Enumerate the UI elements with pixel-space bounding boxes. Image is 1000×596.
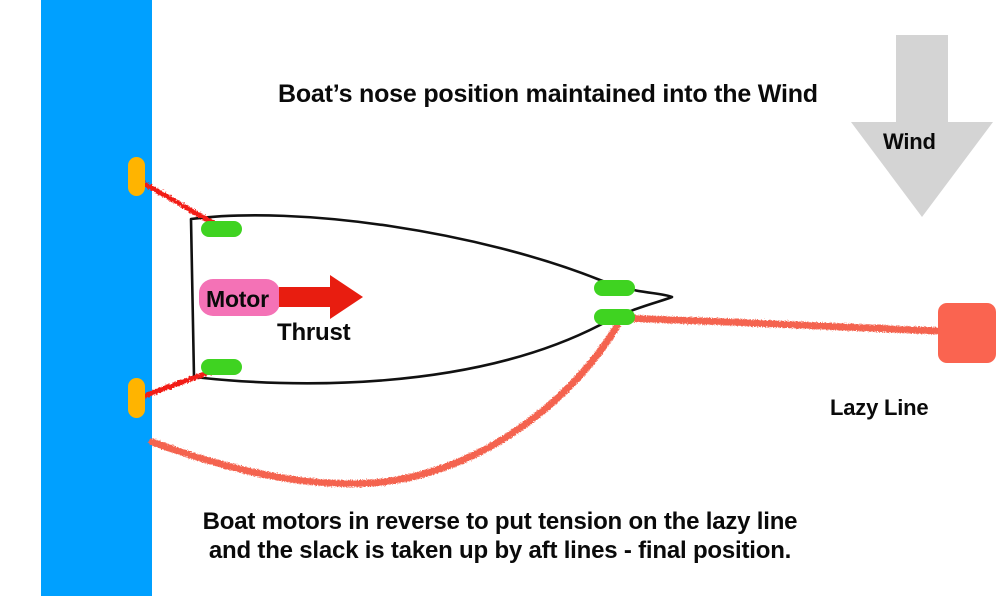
dock: [41, 0, 152, 596]
aft-mooring-lines: [135, 177, 216, 401]
thrust-arrow: [279, 275, 363, 319]
aft-line-upper: [135, 177, 216, 226]
lazy-line-buoy: [938, 303, 996, 363]
caption-line-2: and the slack is taken up by aft lines -…: [208, 537, 792, 564]
caption: Boat motors in reverse to put tension on…: [160, 507, 840, 565]
motor-label: Motor: [206, 286, 269, 312]
thrust-label: Thrust: [277, 319, 351, 346]
wind-label: Wind: [883, 129, 936, 154]
wind-arrow: [851, 35, 993, 217]
lazy-line-label: Lazy Line: [830, 395, 929, 420]
boat-cleat-stern-port: [201, 221, 242, 237]
page-title: Boat’s nose position maintained into the…: [278, 80, 818, 108]
aft-line-lower: [135, 368, 216, 401]
lazy-line-taut-segment: [612, 314, 947, 335]
boat-cleat-bow-lower: [594, 309, 635, 325]
lazy-line-slack-segment: [148, 322, 621, 488]
dock-cleat-lower: [128, 378, 145, 418]
dock-cleat-upper: [128, 157, 145, 196]
boat-cleat-bow-upper: [594, 280, 635, 296]
lazy-line: [148, 314, 947, 488]
caption-line-1: Boat motors in reverse to put tension on…: [202, 508, 798, 535]
motor-box: [199, 279, 280, 316]
boat-hull: [189, 214, 674, 385]
boat-cleat-stern-starboard: [201, 359, 242, 375]
